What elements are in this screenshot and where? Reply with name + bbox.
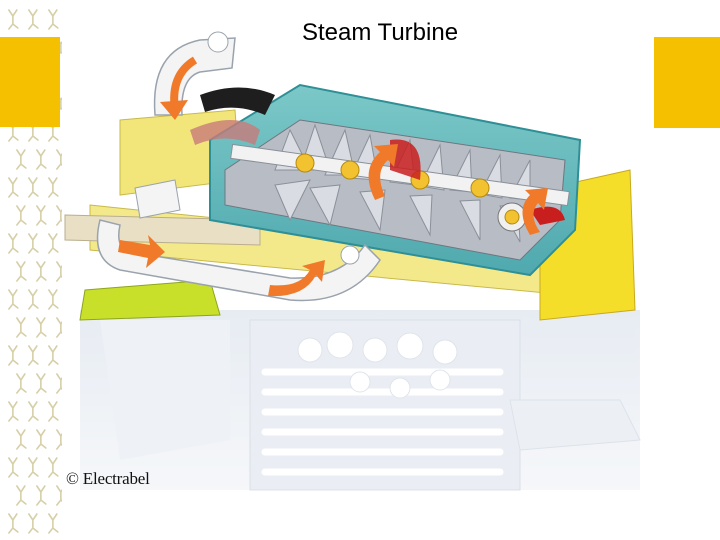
accent-block-left [0, 37, 60, 127]
image-credit: © Electrabel [66, 469, 150, 488]
accent-block-right [654, 37, 720, 128]
steam-turbine-illustration [64, 31, 641, 491]
condenser-faded [80, 310, 641, 491]
turbine-casing [209, 83, 582, 277]
steam-inlet-pipe [153, 31, 275, 145]
slide-title: Steam Turbine [301, 19, 459, 46]
curved-arrow-icon [118, 144, 548, 297]
